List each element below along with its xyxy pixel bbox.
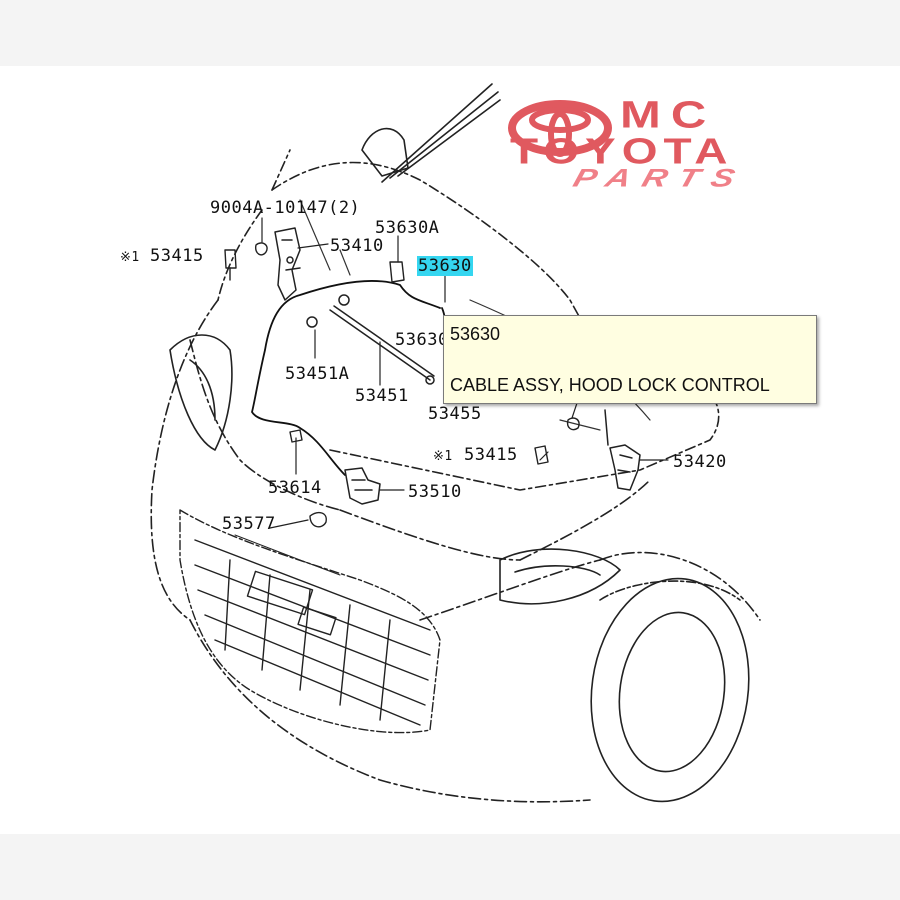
part-label-53451a[interactable]: 53451A — [285, 364, 350, 384]
hood-hinge — [274, 227, 301, 301]
part-label-53410[interactable]: 53410 — [330, 236, 384, 256]
part-label-53415-a[interactable]: 53415 — [150, 246, 204, 266]
note-mark-2: ※1 — [433, 449, 453, 464]
part-label-53420[interactable]: 53420 — [673, 452, 727, 472]
part-tooltip: 53630 CABLE ASSY, HOOD LOCK CONTROL — [443, 315, 817, 404]
part-label-53455[interactable]: 53455 — [428, 404, 482, 424]
toyota-emblem-icon — [508, 100, 612, 157]
part-label-53415-b[interactable]: 53415 — [464, 445, 518, 465]
part-label-53577[interactable]: 53577 — [222, 514, 276, 534]
bottom-margin — [0, 834, 900, 900]
part-label-53510[interactable]: 53510 — [408, 482, 462, 502]
hood-latch — [604, 409, 641, 491]
hood-lock — [344, 467, 381, 505]
leader-lines — [261, 217, 669, 529]
part-label-53630-highlighted[interactable]: 53630 — [417, 256, 473, 276]
part-label-9004a[interactable]: 9004A-10147(2) — [210, 198, 361, 218]
part-label-53630a[interactable]: 53630A — [375, 218, 440, 238]
note-mark-1: ※1 — [120, 250, 140, 265]
logo-text-toyota: TOYOTA — [510, 130, 734, 172]
front-tire — [590, 577, 750, 803]
windshield-lines — [361, 83, 501, 183]
hood-lock-drawing — [150, 83, 761, 803]
clips — [289, 429, 327, 528]
part-label-53630-b[interactable]: 53630 — [395, 330, 449, 350]
tooltip-part-code: 53630 — [450, 324, 501, 344]
parts-diagram-canvas: MC TOYOTA PARTS 9004A-10147(2) ※1 53415 … — [0, 66, 900, 834]
part-label-53451[interactable]: 53451 — [355, 386, 409, 406]
logo-text-mc: MC — [620, 93, 717, 136]
tooltip-part-description: CABLE ASSY, HOOD LOCK CONTROL — [450, 375, 770, 395]
logo-text-parts: PARTS — [569, 164, 751, 193]
part-label-53614[interactable]: 53614 — [268, 478, 322, 498]
front-grille — [179, 509, 441, 734]
vehicle-body — [150, 299, 761, 803]
bolts — [224, 242, 580, 465]
top-margin — [0, 0, 900, 66]
headlight — [169, 334, 621, 605]
